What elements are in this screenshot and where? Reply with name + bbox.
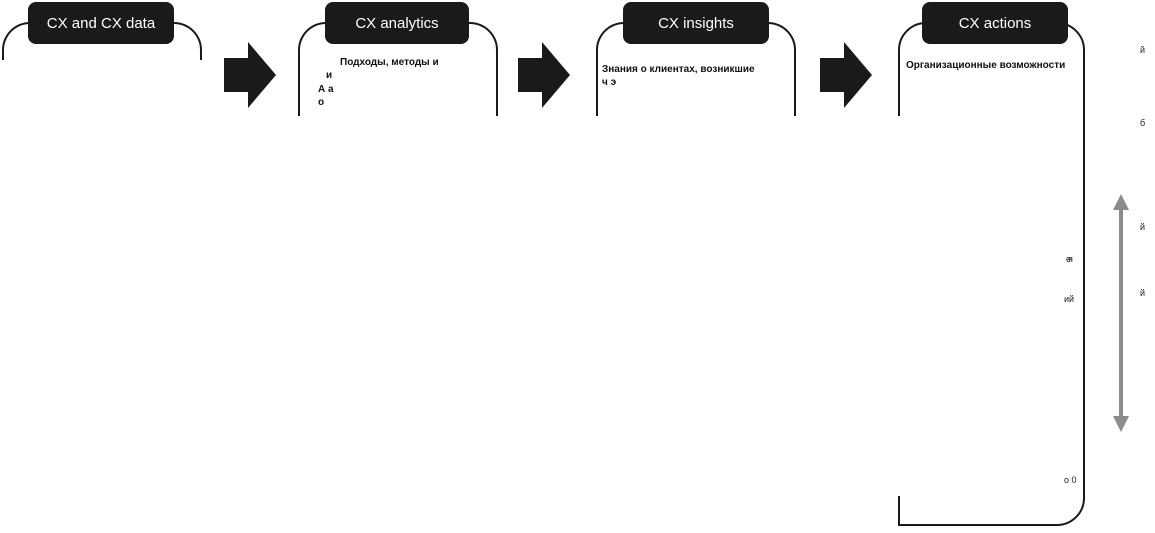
stage-3-title: CX insights — [658, 14, 734, 32]
flow-arrow-3-icon — [820, 42, 872, 108]
stage-4-tab: CX actions — [922, 2, 1068, 44]
fragment-4: й — [1140, 288, 1146, 298]
scale-double-arrow-icon — [1113, 194, 1129, 432]
stage-2-line-4: о — [318, 97, 325, 108]
fragment-3: й — [1140, 222, 1146, 232]
stage-2-tab: CX analytics — [325, 2, 469, 44]
mask-3 — [594, 116, 799, 146]
fragment-1: й — [1140, 45, 1146, 55]
mask-1 — [0, 60, 205, 140]
stage-3-tab: CX insights — [623, 2, 769, 44]
fragment-8: о 0 — [1064, 475, 1077, 485]
flow-arrow-2-icon — [518, 42, 570, 108]
mask-4 — [896, 116, 1056, 496]
fragment-2: б — [1140, 118, 1146, 128]
stage-1-tab: CX and CX data — [28, 2, 174, 44]
fragment-5: е — [1066, 254, 1072, 264]
stage-2-line-3: А а — [318, 84, 334, 95]
stage-2-line-2: и — [326, 70, 333, 81]
stage-4-title: CX actions — [958, 14, 1032, 32]
mask-2 — [296, 116, 501, 146]
fragment-6: я — [1068, 254, 1073, 264]
stage-3-line-1: Знания о клиентах, возникшие — [602, 64, 755, 75]
flow-arrow-1-icon — [224, 42, 276, 108]
stage-1-title: CX and CX data — [46, 14, 156, 32]
stage-4-line-1: Организационные возможности — [906, 60, 1066, 71]
stage-2-title: CX analytics — [355, 14, 439, 32]
fragment-7: ий — [1064, 294, 1075, 304]
stage-2-line-1: Подходы, методы и — [340, 57, 439, 68]
stage-3-line-2: ч э — [602, 77, 617, 88]
